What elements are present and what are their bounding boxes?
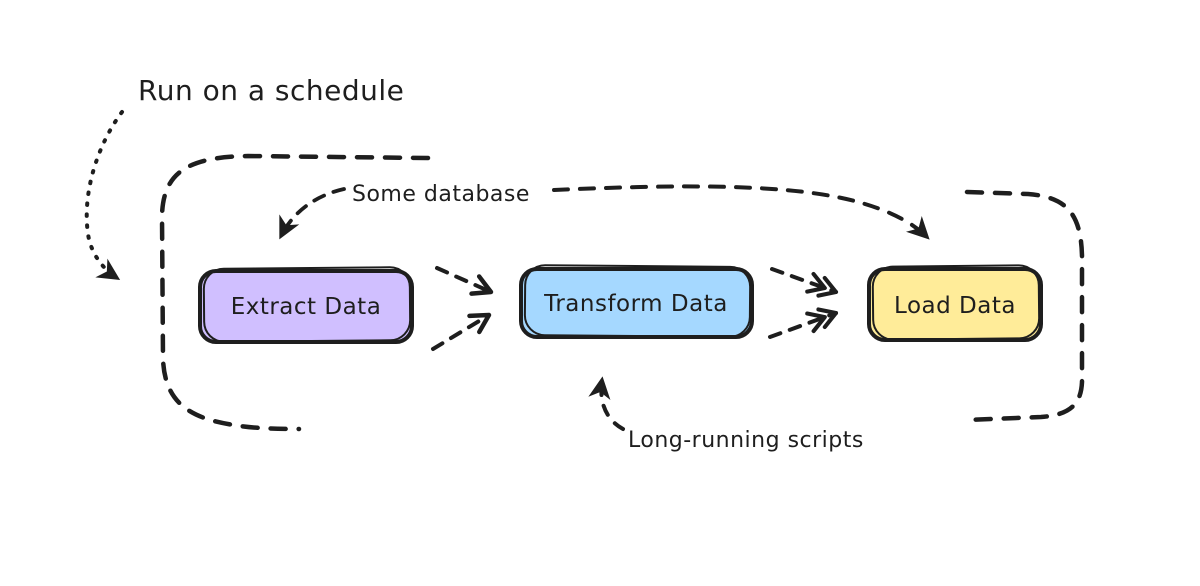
extract-label: Extract Data [231, 294, 382, 320]
scripts-to-transform-arrow [588, 376, 625, 431]
scripts-annotation: Long-running scripts [628, 428, 864, 453]
database-annotation: Some database [352, 182, 530, 207]
transform-box-sketch-line [523, 264, 752, 338]
schedule-loop-right [964, 189, 1085, 423]
extract-box-sketch-line [202, 266, 412, 343]
transform-to-load-arrow-bottom [768, 307, 839, 339]
node-transform: Transform Data [519, 264, 754, 339]
schedule-annotation: Run on a schedule [138, 74, 404, 107]
node-extract: Extract Data [198, 266, 414, 344]
schedule-loop-left [159, 153, 431, 432]
extract-to-transform-arrow-bottom [431, 312, 492, 351]
extract-to-transform-arrow-top [435, 266, 494, 296]
database-to-extract-arrow [279, 187, 346, 240]
load-label: Load Data [894, 293, 1016, 319]
transform-label: Transform Data [543, 291, 728, 317]
schedule-arrow [84, 110, 124, 281]
node-load: Load Data [867, 264, 1043, 342]
database-to-load-arrow [552, 184, 930, 240]
load-box-sketch-line [871, 264, 1041, 341]
transform-to-load-arrow-top [770, 267, 839, 298]
